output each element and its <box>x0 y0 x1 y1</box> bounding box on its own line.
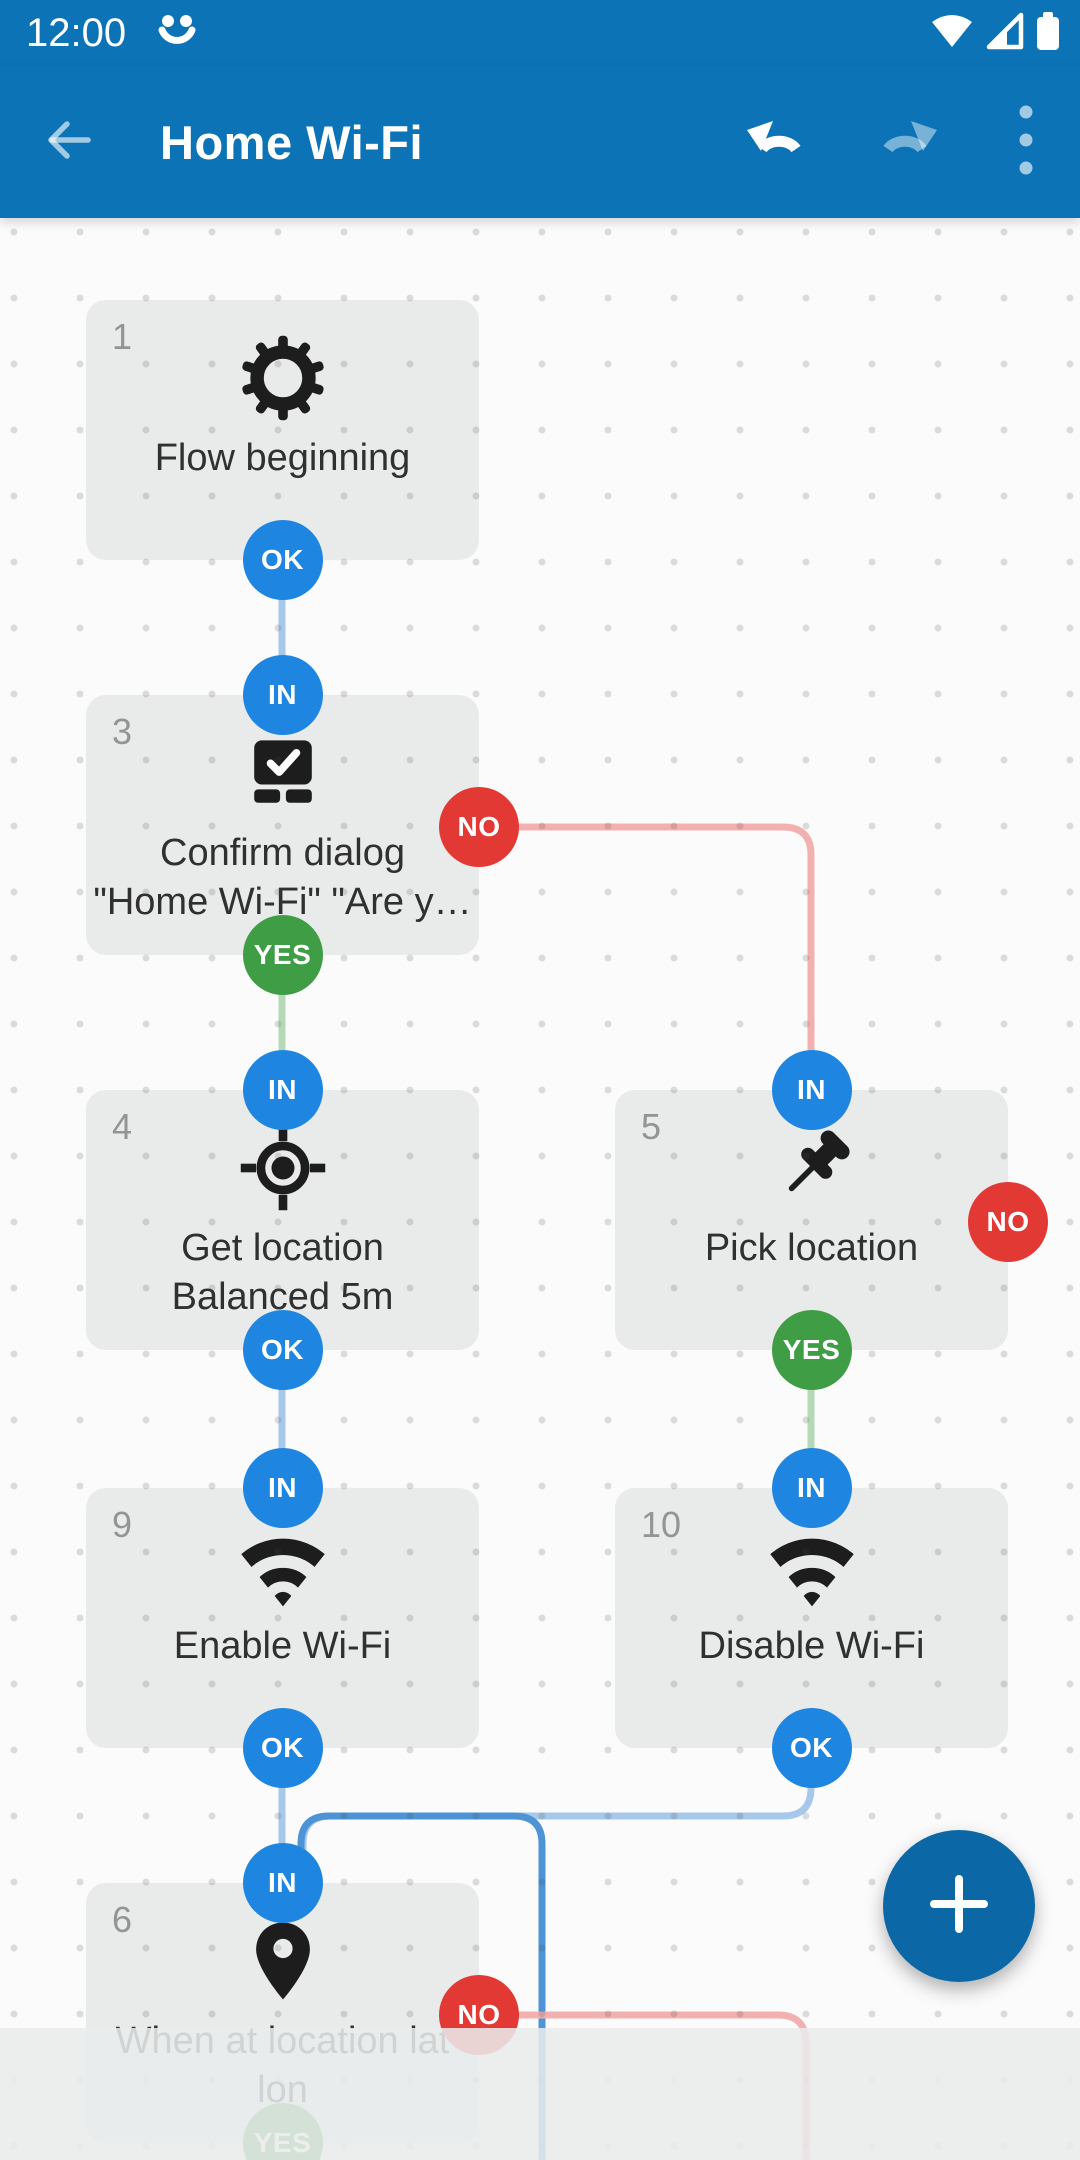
connection <box>299 1748 815 1863</box>
plus-icon <box>926 1871 992 1942</box>
port-in-block-6[interactable]: IN <box>242 1843 323 1923</box>
port-in-block-5[interactable]: IN <box>771 1050 852 1130</box>
undo-icon <box>747 117 805 168</box>
status-bar: 12:00 <box>0 0 1080 66</box>
arrow-back-icon <box>42 114 94 171</box>
port-ok-block-9[interactable]: OK <box>242 1708 323 1788</box>
status-clock: 12:00 <box>26 10 127 55</box>
port-ok-block-4[interactable]: OK <box>242 1310 323 1390</box>
block-number: 3 <box>112 711 133 752</box>
wifi-status-icon <box>930 11 974 56</box>
port-in-block-3[interactable]: IN <box>242 655 323 735</box>
connection <box>479 823 815 1090</box>
pushpin-icon <box>764 1120 860 1216</box>
map-pin-icon <box>235 1913 331 2009</box>
flow-block-5[interactable]: 5 Pick location <box>615 1090 1008 1350</box>
port-no-block-3[interactable]: NO <box>439 787 519 867</box>
port-ok-block-1[interactable]: OK <box>242 520 323 600</box>
add-block-fab[interactable] <box>883 1830 1035 1982</box>
block-label: Flow beginning <box>154 437 411 479</box>
port-yes-block-5[interactable]: YES <box>771 1310 852 1390</box>
overflow-menu-button[interactable] <box>998 105 1054 174</box>
confirm-dialog-icon <box>235 725 331 821</box>
block-label: Enable Wi-Fi <box>173 1625 392 1667</box>
gear-icon <box>235 330 331 426</box>
block-number: 5 <box>641 1106 662 1147</box>
app-bar: Home Wi-Fi <box>0 66 1080 218</box>
connection <box>297 1812 546 2160</box>
back-button[interactable] <box>40 114 96 170</box>
redo-icon <box>879 117 937 168</box>
automate-notification-icon <box>154 8 200 59</box>
port-yes-block-3[interactable]: YES <box>242 915 323 995</box>
block-number: 1 <box>112 316 133 357</box>
more-vert-icon <box>1018 103 1034 182</box>
port-no-block-5[interactable]: NO <box>968 1182 1048 1262</box>
block-number: 4 <box>112 1106 133 1147</box>
battery-status-icon <box>1034 9 1062 58</box>
block-number: 9 <box>112 1504 133 1545</box>
port-in-block-4[interactable]: IN <box>242 1050 323 1130</box>
port-ok-block-10[interactable]: OK <box>771 1708 852 1788</box>
block-label: Disable Wi-Fi <box>698 1625 925 1667</box>
page-title: Home Wi-Fi <box>160 115 424 169</box>
redo-button[interactable] <box>879 114 937 170</box>
port-in-block-9[interactable]: IN <box>242 1448 323 1528</box>
flow-block-3[interactable]: 3 Confirm dialog"Home Wi-Fi" "Are y… <box>86 695 479 955</box>
port-in-block-10[interactable]: IN <box>771 1448 852 1528</box>
android-navigation-bar <box>0 2028 1080 2160</box>
flow-block-10[interactable]: 10 Disable Wi-Fi <box>615 1488 1008 1748</box>
cellular-status-icon <box>983 11 1025 56</box>
flow-block-1[interactable]: 1 Flow beginning <box>86 300 479 560</box>
undo-button[interactable] <box>747 114 805 170</box>
wifi-icon <box>764 1518 860 1614</box>
flow-block-9[interactable]: 9 Enable Wi-Fi <box>86 1488 479 1748</box>
block-number: 6 <box>112 1899 133 1940</box>
block-label: Pick location <box>704 1227 919 1269</box>
block-number: 10 <box>641 1504 682 1545</box>
wifi-icon <box>235 1518 331 1614</box>
block-label: Confirm dialog"Home Wi-Fi" "Are y… <box>93 832 472 923</box>
